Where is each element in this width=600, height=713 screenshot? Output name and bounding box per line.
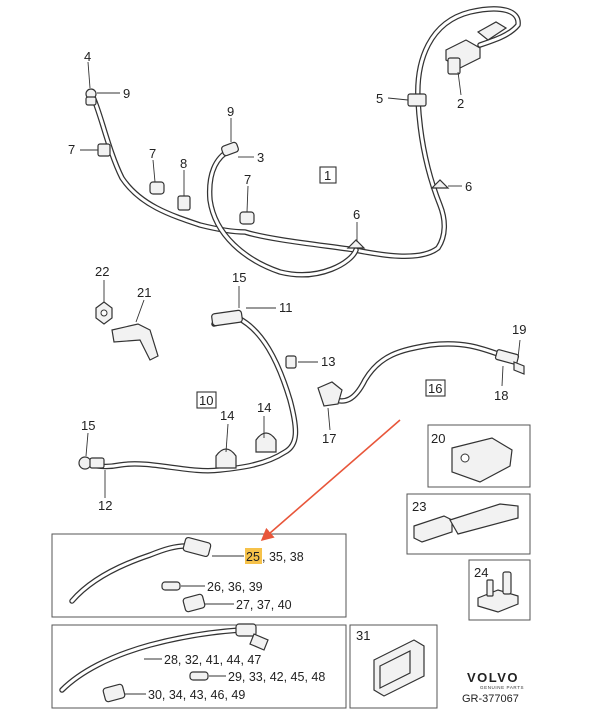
pointer-arrow xyxy=(260,419,401,542)
box-label-1: 1 xyxy=(324,168,331,183)
callout-17: 17 xyxy=(322,431,336,446)
callout-7-center: 7 xyxy=(149,146,156,161)
brand-block: VOLVO GENUINE PARTS GR-377067 xyxy=(462,670,524,705)
panel-24 xyxy=(468,559,531,621)
leader-lines-middle xyxy=(85,286,318,498)
grommet-6-bottom xyxy=(346,239,366,249)
callout-18: 18 xyxy=(494,388,508,403)
clip-7-left xyxy=(97,143,111,157)
terminal-17 xyxy=(317,381,343,407)
callout-4: 4 xyxy=(84,49,91,64)
panel-20 xyxy=(427,424,531,488)
bracket-21 xyxy=(111,323,159,361)
callout-14-left: 14 xyxy=(220,408,234,423)
callout-labels: 4 9 7 7 8 9 3 7 1 6 5 2 6 22 21 15 11 13… xyxy=(68,49,526,702)
kit-a-line-2: 26, 36, 39 xyxy=(207,580,263,594)
callout-8: 8 xyxy=(180,156,187,171)
terminal-sleeve xyxy=(85,96,97,106)
callout-22: 22 xyxy=(95,264,109,279)
callout-5: 5 xyxy=(376,91,383,106)
clip-5 xyxy=(407,93,427,107)
callout-3: 3 xyxy=(257,150,264,165)
kit-b-line-3: 30, 34, 43, 46, 49 xyxy=(148,688,245,702)
kit-panel-b xyxy=(51,623,347,709)
callout-2: 2 xyxy=(457,96,464,111)
callout-7-left: 7 xyxy=(68,142,75,157)
cable-assembly-1 xyxy=(85,6,521,278)
leader-lines-top xyxy=(80,61,462,242)
terminal-clamp xyxy=(447,57,461,75)
callout-21: 21 xyxy=(137,285,151,300)
panel-23 xyxy=(406,493,531,555)
kit-a-highlight-number: 25 xyxy=(246,550,260,564)
callout-6-bottom: 6 xyxy=(353,207,360,222)
box-label-10-frame xyxy=(196,391,217,409)
box-label-16-frame xyxy=(425,379,446,397)
clip-7-center xyxy=(149,181,165,195)
clip-8 xyxy=(177,195,191,211)
callout-9-center: 9 xyxy=(227,104,234,119)
clip-14-right xyxy=(255,432,277,453)
kit-b-line-1: 28, 32, 41, 44, 47 xyxy=(164,653,261,667)
cable-assembly-10 xyxy=(78,309,299,474)
grommet-6-right xyxy=(430,179,450,189)
cable-assembly-16 xyxy=(317,339,525,431)
kit-b-line-2: 29, 33, 42, 45, 48 xyxy=(228,670,325,684)
terminal-cover xyxy=(476,21,508,41)
highlight-25 xyxy=(245,548,262,564)
callout-20: 20 xyxy=(431,431,445,446)
clip-7-right xyxy=(239,211,255,225)
callout-19: 19 xyxy=(512,322,526,337)
callout-7-right: 7 xyxy=(244,172,251,187)
box-label-10: 10 xyxy=(199,393,213,408)
ring-terminal-12 xyxy=(78,456,92,470)
callout-6-right: 6 xyxy=(465,179,472,194)
brand-subtitle: GENUINE PARTS xyxy=(480,685,524,690)
brand-logo: VOLVO xyxy=(467,670,519,685)
kit-panel-a xyxy=(51,533,347,618)
box-label-16: 16 xyxy=(428,381,442,396)
terminal-sleeve-12 xyxy=(89,457,105,469)
kit-a-line-1-rest: , 35, 38 xyxy=(262,550,304,564)
callout-15-top: 15 xyxy=(232,270,246,285)
small-parts-21-22 xyxy=(95,280,159,361)
kit-a-line-3: 27, 37, 40 xyxy=(236,598,292,612)
panel-31 xyxy=(349,624,438,709)
callout-9-left: 9 xyxy=(123,86,130,101)
callout-31: 31 xyxy=(356,628,370,643)
callout-14-right: 14 xyxy=(257,400,271,415)
callout-11: 11 xyxy=(279,300,293,315)
terminal-11 xyxy=(211,309,243,327)
callout-15-left: 15 xyxy=(81,418,95,433)
callout-13: 13 xyxy=(321,354,335,369)
terminal-18 xyxy=(494,349,520,365)
clip-14-left xyxy=(215,448,237,469)
callout-23: 23 xyxy=(412,499,426,514)
terminal-19 xyxy=(513,361,525,375)
box-label-1-frame xyxy=(319,166,337,184)
diagram-reference: GR-377067 xyxy=(462,693,519,705)
callout-24: 24 xyxy=(474,565,488,580)
terminal-3 xyxy=(221,141,239,157)
grommet-13 xyxy=(285,355,297,369)
callout-12: 12 xyxy=(98,498,112,513)
